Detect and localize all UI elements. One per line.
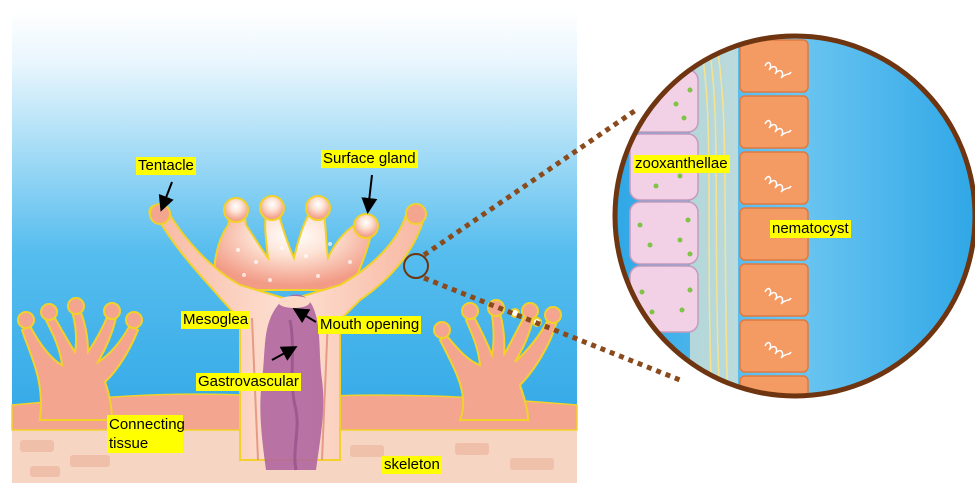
- tentacle-label: Tentacle: [136, 157, 196, 175]
- nematocyst-label: nematocyst: [770, 220, 851, 238]
- skeleton-label: skeleton: [382, 456, 442, 474]
- zooxanthellae-label: zooxanthellae: [633, 155, 730, 173]
- gastrovascular-label: Gastrovascular: [196, 373, 301, 391]
- mesoglea-label: Mesoglea: [181, 311, 250, 329]
- connecting-tissue-label: Connecting tissue: [107, 415, 183, 453]
- surface-gland-label: Surface gland: [321, 150, 418, 168]
- mouth-opening-label: Mouth opening: [318, 316, 421, 334]
- mouth-opening: [278, 296, 310, 308]
